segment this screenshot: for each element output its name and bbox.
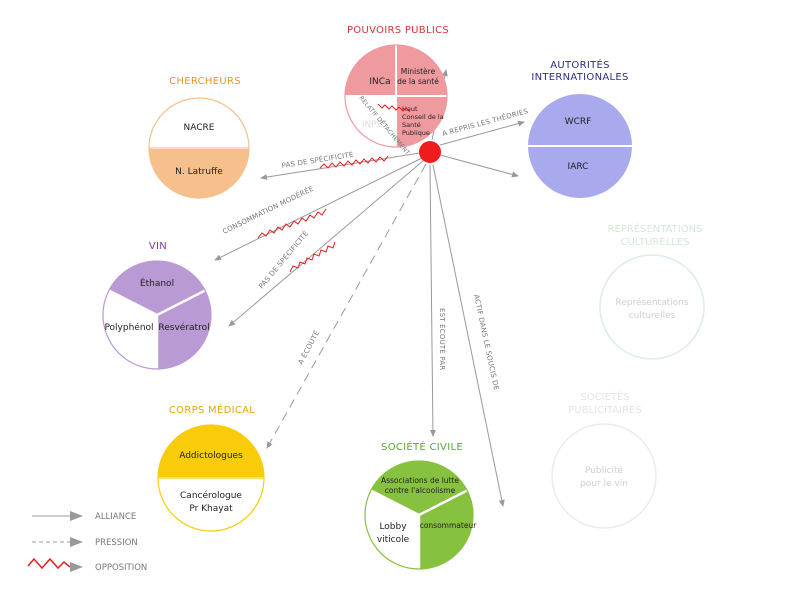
edge-hub-to-iarc (439, 154, 519, 178)
societes-pub-node-label-2: pour le vin (580, 479, 628, 489)
group-societes-publicitaires: SOCIÉTÉS PUBLICITAIRES Publicité pour le… (551, 390, 657, 529)
chercheurs-title: CHERCHEURS (169, 76, 241, 87)
legend-opposition-label: OPPOSITION (95, 563, 147, 573)
node-resveratrol-label: Resvératrol (158, 322, 209, 333)
edge-label-est-ecoute-par: EST ÉCOUTÉ PAR (438, 308, 447, 370)
node-addictologues-label: Addictologues (179, 451, 243, 461)
societes-pub-title-2: PUBLICITAIRES (568, 405, 641, 416)
autorites-title-1: AUTORITÉS (550, 58, 610, 71)
node-cancerologue-label-1: Cancérologue (180, 490, 242, 501)
representations-node-label-2: culturelles (629, 311, 676, 321)
edge-hub-to-autorites (439, 120, 525, 146)
opposition-zigzag-internal (377, 103, 411, 113)
group-representations: REPRÉSENTATIONS CULTURELLES Représentati… (599, 222, 705, 360)
edge-label-pas-specificite-2: PAS DE SPÉCIFICITÉ (257, 229, 311, 290)
representations-node (599, 254, 705, 360)
legend-alliance-label: ALLIANCE (95, 512, 136, 522)
node-inpes-label: INPES (362, 120, 389, 130)
legend-opposition: OPPOSITION (27, 557, 147, 573)
edge-label-a-ecoute: A ÉCOUTÉ (296, 329, 321, 366)
node-hcsp-label-2: Conseil de la (402, 113, 444, 121)
node-polyphenol-label: Polyphénol (104, 322, 153, 333)
node-associations-label-1: Associations de lutte (381, 476, 459, 485)
node-hcsp-label-1: Haut (402, 105, 418, 113)
pouvoirs-publics-title: POUVOIRS PUBLICS (347, 25, 449, 36)
node-ethanol-label: Éthanol (140, 277, 174, 289)
edge-label-consommation-moderee: CONSOMMATION MODÉRÉE (221, 184, 315, 236)
node-consommateur-label: consommateur (420, 521, 477, 530)
group-corps-medical: CORPS MÉDICAL Addictologues Cancérologue… (157, 403, 265, 532)
edge-hub-to-chercheurs (260, 152, 421, 181)
corps-medical-title: CORPS MÉDICAL (169, 403, 255, 416)
edge-hub-to-societe-civile (429, 164, 436, 437)
legend-pression: PRESSION (32, 537, 138, 548)
node-ministere-label-2: de la santé (397, 77, 439, 86)
node-nacre (149, 98, 249, 147)
node-latruffe-label: N. Latruffe (175, 167, 223, 177)
representations-title-1: REPRÉSENTATIONS (608, 222, 703, 235)
edge-label-repris-theories: A REPRIS LES THÉORIES (441, 106, 529, 138)
node-wcrf-label: WCRF (565, 117, 592, 127)
edge-hub-to-vin-2 (228, 159, 425, 327)
representations-title-2: CULTURELLES (621, 237, 690, 248)
edge-hub-to-corps-medical (266, 163, 427, 449)
group-autorites: AUTORITÉS INTERNATIONALES WCRF IARC (527, 58, 633, 198)
node-nacre-label: NACRE (184, 123, 215, 133)
opposition-zigzag-vin-2 (289, 241, 336, 273)
societe-civile-title: SOCIÉTÉ CIVILE (381, 440, 463, 453)
edge-hub-to-vin-1 (214, 157, 423, 261)
node-ministere-label-1: Ministère (401, 67, 436, 76)
opposition-zigzag-vin-1 (257, 208, 327, 239)
edge-label-pas-specificite-1: PAS DE SPÉCIFICITÉ (281, 150, 354, 170)
autorites-title-2: INTERNATIONALES (531, 72, 628, 83)
representations-node-label-1: Représentations (615, 297, 688, 308)
societes-pub-node (551, 423, 657, 529)
node-associations-label-2: contre l'alcoolisme (385, 486, 456, 495)
group-chercheurs: CHERCHEURS NACRE N. Latruffe (148, 76, 250, 199)
node-hcsp-label-4: Publique (402, 129, 430, 137)
legend: ALLIANCE PRESSION OPPOSITION (27, 511, 147, 573)
node-iarc (528, 147, 632, 198)
node-cancerologue-label-2: Pr Khayat (189, 504, 233, 514)
vin-title: VIN (149, 241, 167, 252)
node-lobby-label-2: viticole (377, 535, 410, 545)
edge-hub-to-consommateur (432, 164, 505, 507)
opposition-zigzag-chercheurs (319, 155, 389, 169)
legend-alliance: ALLIANCE (32, 511, 136, 522)
legend-pression-label: PRESSION (95, 538, 138, 548)
node-lobby-label-1: Lobby (379, 522, 407, 532)
hub-node (419, 141, 441, 163)
societes-pub-title-1: SOCIÉTÉS (580, 390, 629, 403)
group-societe-civile: SOCIÉTÉ CIVILE Associations de lutte con… (364, 440, 477, 570)
group-pouvoirs-publics: POUVOIRS PUBLICS INCa Ministère de la sa… (344, 25, 449, 163)
group-vin: VIN Éthanol Polyphénol Resvératrol (102, 241, 212, 370)
node-iarc-label: IARC (568, 162, 589, 172)
node-hcsp-label-3: Santé (402, 121, 421, 129)
node-inca-label: INCa (369, 77, 390, 87)
societes-pub-node-label-1: Publicité (585, 465, 624, 476)
